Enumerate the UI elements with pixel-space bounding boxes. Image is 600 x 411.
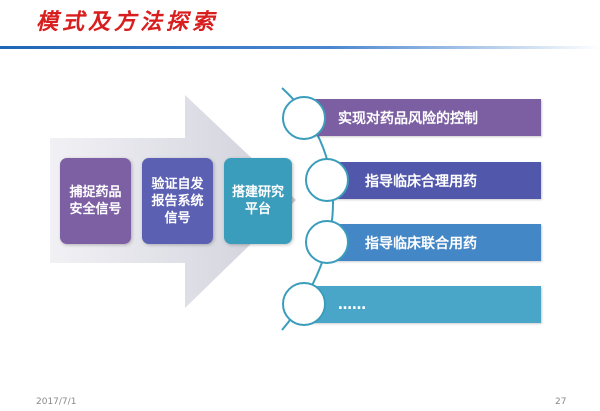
- bullet-circle: [282, 282, 326, 326]
- bullet-circle: [305, 158, 349, 202]
- combination-use-label: 指导临床联合用药: [365, 235, 477, 252]
- more-items-bar: ……: [312, 286, 541, 323]
- footer-date: 2017/7/1: [36, 397, 77, 407]
- title-divider: [0, 46, 600, 49]
- page-number: 27: [555, 397, 567, 407]
- combination-use-bar: 指导临床联合用药: [335, 224, 541, 261]
- bullet-circle: [282, 96, 326, 140]
- slide-title: 模式及方法探索: [36, 9, 219, 35]
- research-platform-label: 搭建研究平台: [231, 185, 284, 217]
- signal-capture-label: 捕捉药品安全信号: [69, 185, 122, 217]
- risk-control-label: 实现对药品风险的控制: [338, 110, 478, 127]
- research-platform-box: 搭建研究平台: [224, 158, 292, 244]
- more-items-label: ……: [338, 296, 366, 313]
- rational-use-label: 指导临床合理用药: [365, 173, 477, 190]
- bullet-circle: [305, 220, 349, 264]
- signal-capture-box: 捕捉药品安全信号: [60, 158, 131, 244]
- signal-verify-label: 验证自发报告系统信号: [151, 176, 204, 226]
- rational-use-bar: 指导临床合理用药: [335, 162, 541, 199]
- risk-control-bar: 实现对药品风险的控制: [312, 99, 541, 136]
- signal-verify-box: 验证自发报告系统信号: [142, 158, 213, 244]
